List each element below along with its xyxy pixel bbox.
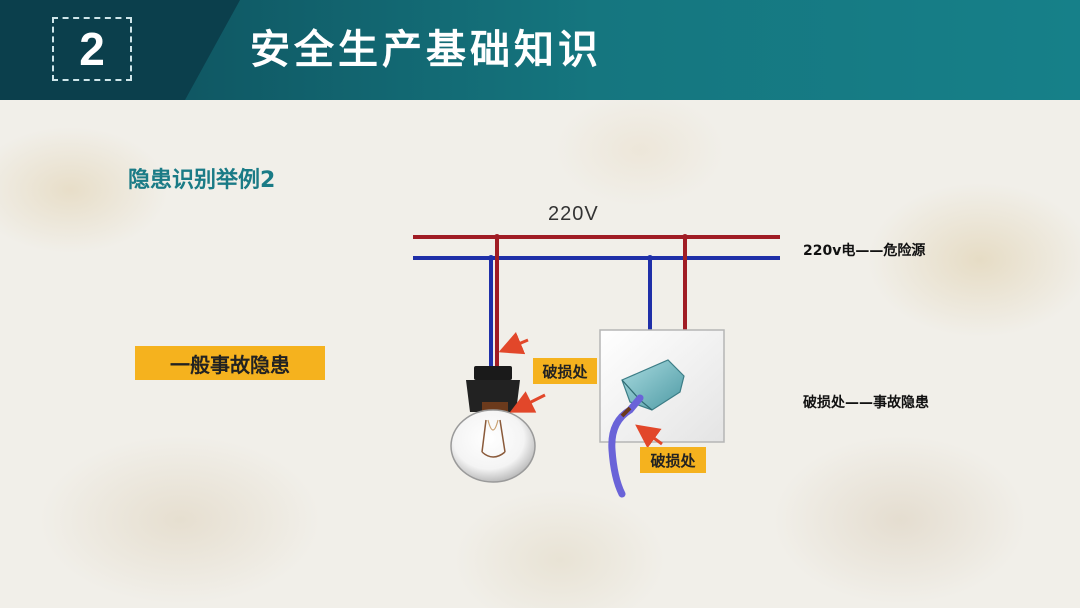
socket-live-junction xyxy=(682,234,688,240)
pointer-arrow-icon xyxy=(515,395,545,410)
pointer-arrow-icon xyxy=(504,340,528,350)
voltage-label: 220V xyxy=(548,203,599,226)
bulb-live-junction xyxy=(494,234,500,240)
bulb-neutral-junction xyxy=(488,255,494,261)
note-hidden-danger: 破损处——事故隐患 xyxy=(803,392,929,412)
damage-label-bulb: 破损处 xyxy=(533,358,597,384)
light-bulb-icon xyxy=(451,366,535,482)
socket-neutral-junction xyxy=(647,255,653,261)
note-hazard-source: 220v电——危险源 xyxy=(803,240,925,260)
damage-label-socket: 破损处 xyxy=(640,447,706,473)
